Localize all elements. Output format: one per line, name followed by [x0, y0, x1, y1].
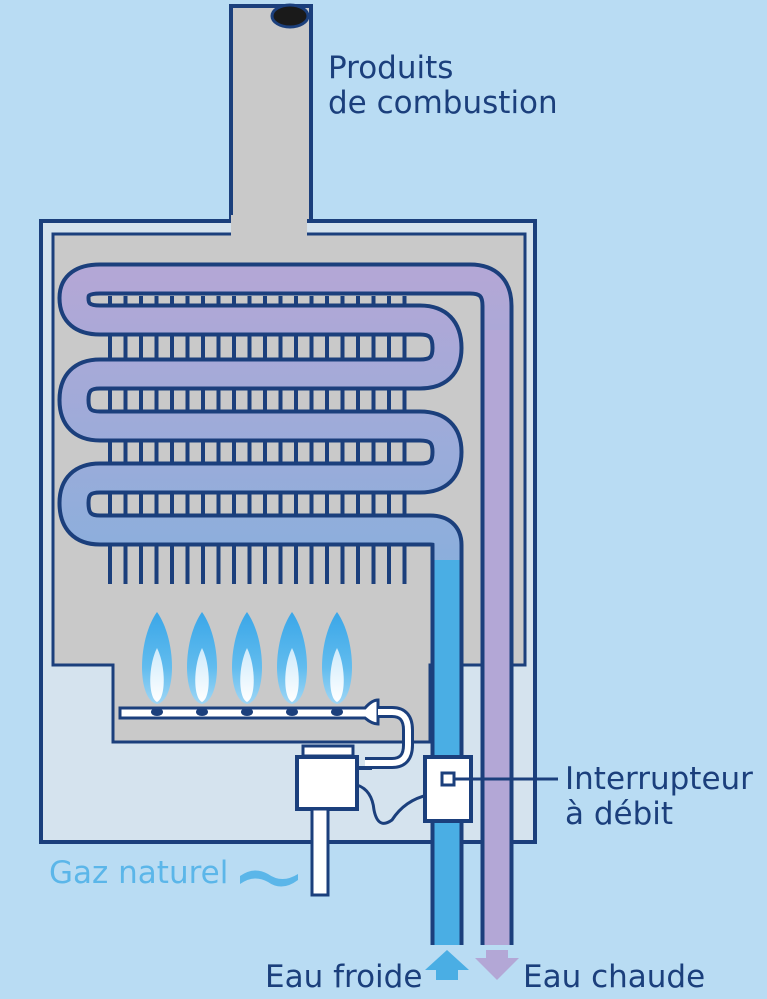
- combustion-products-label: Produits de combustion: [328, 51, 558, 121]
- flame-icon: [142, 612, 172, 704]
- gas-burner: [118, 698, 414, 769]
- arrow-up-icon: [425, 950, 469, 980]
- heat-exchanger-coil: [57, 262, 514, 945]
- gas-label: Gaz naturel: [49, 855, 229, 891]
- control-wire: [356, 783, 429, 825]
- flow-switch-label: Interrupteur à débit: [565, 762, 753, 832]
- burner-flames: [142, 612, 352, 704]
- flow-switch: [423, 755, 558, 823]
- cold-water-label: Eau froide: [265, 959, 423, 995]
- flame-icon: [232, 612, 262, 704]
- burner-hole: [331, 708, 343, 716]
- flame-icon: [187, 612, 217, 704]
- flue-pipe: [229, 3, 313, 240]
- flame-icon: [277, 612, 307, 704]
- switch-label-line2: à débit: [565, 796, 674, 832]
- combustion-label-line1: Produits: [328, 50, 454, 86]
- burner-hole: [151, 708, 163, 716]
- arrow-down-icon: [475, 950, 519, 980]
- hot-water-label: Eau chaude: [523, 959, 706, 995]
- burner-hole: [196, 708, 208, 716]
- combustion-label-line2: de combustion: [328, 85, 558, 121]
- gas-supply-pipe: [310, 807, 330, 897]
- wave-icon: [240, 870, 298, 887]
- burner-hole: [241, 708, 253, 716]
- switch-label-line1: Interrupteur: [565, 761, 753, 797]
- flame-icon: [322, 612, 352, 704]
- burner-hole: [286, 708, 298, 716]
